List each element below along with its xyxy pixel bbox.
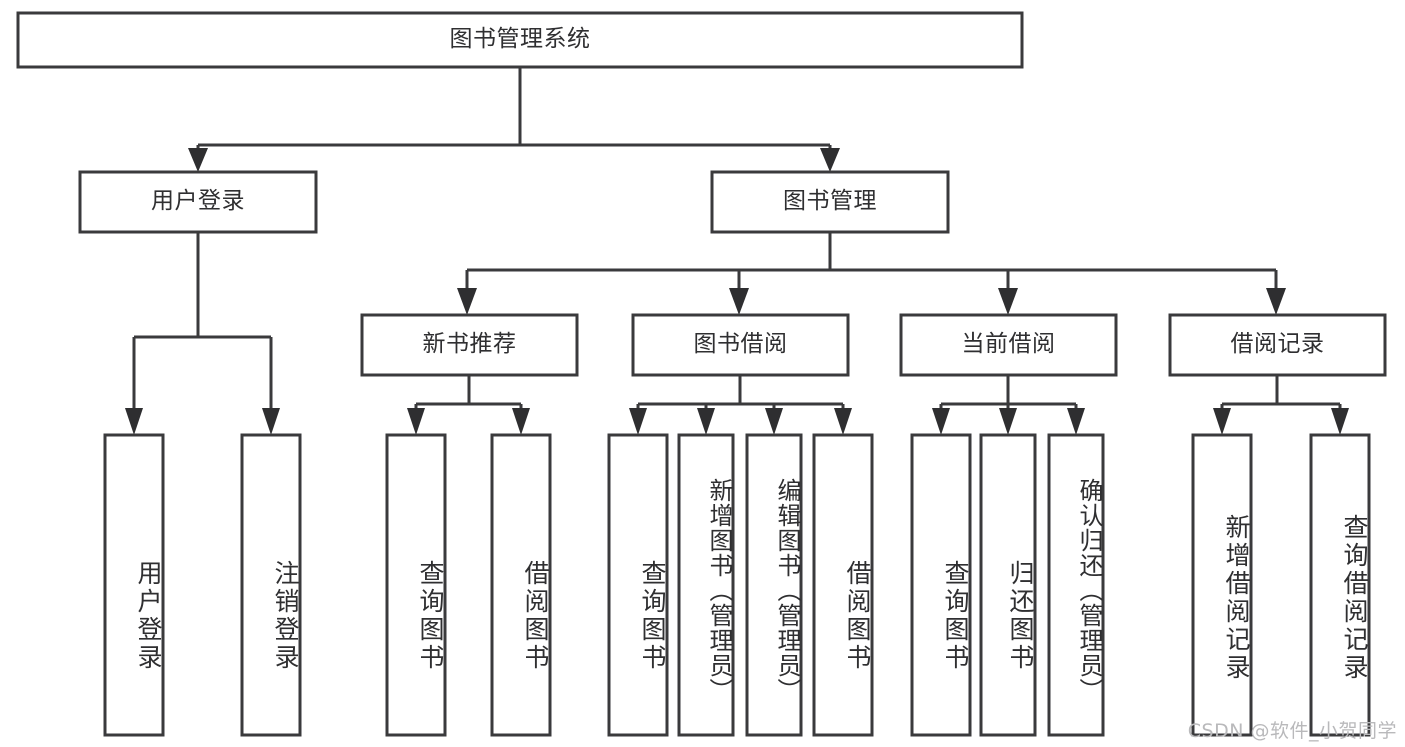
arrow-book-mgmt-to-book-borrow	[729, 288, 749, 315]
node-box-new-book-recommend[interactable]	[360, 313, 579, 377]
node-box-book-borrow[interactable]	[631, 313, 850, 377]
watermark-text: CSDN @软件_小贺同学	[1187, 720, 1397, 742]
node-box-current-borrow[interactable]	[899, 313, 1118, 377]
node-box-leaf-book-borrow-4[interactable]	[812, 433, 874, 737]
node-box-leaf-current-borrow-1[interactable]	[910, 433, 972, 737]
arrow-root-to-book-mgmt	[820, 148, 840, 172]
arrow-root-to-user-login	[188, 148, 208, 172]
arrow-book-borrow-leaf-2	[697, 408, 715, 435]
arrow-current-borrow-leaf-3	[1067, 408, 1085, 435]
node-box-leaf-user-login-2[interactable]	[240, 433, 302, 737]
node-box-borrow-record[interactable]	[1168, 313, 1387, 377]
arrow-book-borrow-leaf-1	[629, 408, 647, 435]
arrow-new-book-leaf-2	[512, 408, 530, 435]
arrow-user-login-leaf-2	[262, 408, 280, 435]
arrow-borrow-record-leaf-2	[1331, 408, 1349, 435]
node-box-leaf-user-login-1[interactable]	[103, 433, 165, 737]
node-box-leaf-new-book-1[interactable]	[385, 433, 447, 737]
arrow-current-borrow-leaf-2	[999, 408, 1017, 435]
arrow-book-mgmt-to-current-borrow	[998, 288, 1018, 315]
arrow-user-login-leaf-1	[125, 408, 143, 435]
arrow-current-borrow-leaf-1	[932, 408, 950, 435]
node-box-leaf-book-borrow-2[interactable]	[677, 433, 735, 737]
node-box-root[interactable]	[16, 11, 1024, 69]
node-box-leaf-borrow-record-2[interactable]	[1309, 433, 1371, 737]
node-box-leaf-new-book-2[interactable]	[490, 433, 552, 737]
node-box-leaf-borrow-record-1[interactable]	[1191, 433, 1253, 737]
arrow-new-book-leaf-1	[407, 408, 425, 435]
node-box-user-login[interactable]	[78, 170, 318, 234]
node-box-leaf-current-borrow-2[interactable]	[979, 433, 1037, 737]
node-box-leaf-book-borrow-1[interactable]	[607, 433, 669, 737]
arrow-book-borrow-leaf-4	[834, 408, 852, 435]
arrow-book-borrow-leaf-3	[765, 408, 783, 435]
node-box-leaf-book-borrow-3[interactable]	[745, 433, 803, 737]
node-box-book-management[interactable]	[710, 170, 950, 234]
node-box-leaf-current-borrow-3[interactable]	[1047, 433, 1105, 737]
arrow-borrow-record-leaf-1	[1213, 408, 1231, 435]
arrow-book-mgmt-to-borrow-record	[1266, 288, 1286, 315]
arrow-book-mgmt-to-new-book	[457, 288, 477, 315]
